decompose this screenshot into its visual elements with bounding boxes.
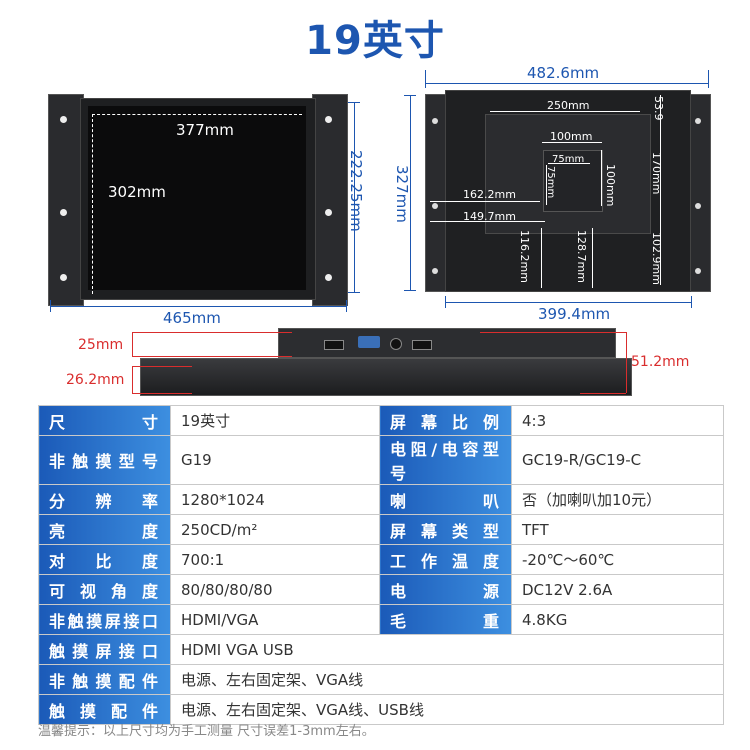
spec-value: 电源、左右固定架、VGA线 <box>170 664 724 695</box>
spec-label: 亮度 <box>38 514 171 545</box>
spec-label: 毛重 <box>379 604 512 635</box>
spec-value: HDMI/VGA <box>170 604 380 635</box>
spec-value: HDMI VGA USB <box>170 634 724 665</box>
back-inner-width-label: 399.4mm <box>538 305 611 323</box>
port-hdmi <box>324 340 344 350</box>
spec-value: 19英寸 <box>170 405 380 436</box>
dim-162-2: 162.2mm <box>463 188 516 201</box>
spec-label: 电阻/电容型号 <box>379 435 512 485</box>
side-view-diagram <box>140 328 632 396</box>
dim-128-7: 128.7mm <box>575 230 588 283</box>
spec-value: DC12V 2.6A <box>511 574 724 605</box>
vesa-plate <box>543 150 603 212</box>
spec-label: 可视角度 <box>38 574 171 605</box>
spec-value: 80/80/80/80 <box>170 574 380 605</box>
back-total-height-label: 327mm <box>393 165 411 223</box>
front-frame-width-label: 465mm <box>163 309 221 327</box>
spec-row: 非触摸配件电源、左右固定架、VGA线 <box>38 664 724 695</box>
spec-value: GC19-R/GC19-C <box>511 435 724 485</box>
spec-value: 4.8KG <box>511 604 724 635</box>
spec-label: 非触摸配件 <box>38 664 171 695</box>
dim-100-v: 100mm <box>604 164 617 207</box>
spec-label: 工作温度 <box>379 544 512 575</box>
spec-value: TFT <box>511 514 724 545</box>
page-title: 19英寸 <box>305 18 445 64</box>
spec-label: 屏幕类型 <box>379 514 512 545</box>
spec-value: 电源、左右固定架、VGA线、USB线 <box>170 694 724 725</box>
back-total-width-label: 482.6mm <box>527 64 600 82</box>
front-side-height-label: 222.25mm <box>347 150 365 232</box>
side-25mm-label: 25mm <box>78 337 124 353</box>
spec-label: 对比度 <box>38 544 171 575</box>
left-mount-bracket <box>48 94 84 306</box>
spec-label: 电源 <box>379 574 512 605</box>
spec-label: 非触摸型号 <box>38 435 171 485</box>
spec-label: 非触摸屏接口 <box>38 604 171 635</box>
spec-row: 触摸配件电源、左右固定架、VGA线、USB线 <box>38 694 724 725</box>
port-usb <box>412 340 432 350</box>
dim-250: 250mm <box>547 99 590 112</box>
spec-label: 分辨率 <box>38 484 171 515</box>
side-51-2mm-label: 51.2mm <box>631 354 690 370</box>
spec-label: 触摸配件 <box>38 694 171 725</box>
front-view-diagram <box>48 94 348 306</box>
dim-149-7: 149.7mm <box>463 210 516 223</box>
spec-value: 700:1 <box>170 544 380 575</box>
dim-53-9: 53.9 <box>652 96 665 121</box>
dim-170: 170mm <box>650 152 663 195</box>
dim-102-9: 102.9mm <box>650 232 663 285</box>
dim-75-h: 75mm <box>552 154 585 165</box>
spec-label: 屏幕比例 <box>379 405 512 436</box>
side-front-bezel <box>140 358 632 396</box>
spec-value: G19 <box>170 435 380 485</box>
dim-116-2: 116.2mm <box>518 230 531 283</box>
dim-100-h: 100mm <box>550 130 593 143</box>
back-view-diagram <box>425 88 711 293</box>
front-width-label: 377mm <box>176 121 234 139</box>
port-power <box>390 338 402 350</box>
front-height-label: 302mm <box>108 183 166 201</box>
side-26-2mm-label: 26.2mm <box>66 372 125 388</box>
dim-75-v: 75mm <box>545 166 556 199</box>
spec-value: 否（加喇叭加10元） <box>511 484 724 515</box>
spec-label: 触摸屏接口 <box>38 634 171 665</box>
port-vga <box>358 336 380 348</box>
spec-label: 喇叭 <box>379 484 512 515</box>
back-right-bracket <box>687 94 711 292</box>
measurement-note: 温馨提示：以上尺寸均为手工测量 尺寸误差1-3mm左右。 <box>38 724 375 739</box>
spec-value: 1280*1024 <box>170 484 380 515</box>
spec-value: 4:3 <box>511 405 724 436</box>
monitor-screen <box>88 106 306 290</box>
spec-value: 250CD/m² <box>170 514 380 545</box>
right-mount-bracket <box>312 94 348 306</box>
spec-label: 尺寸 <box>38 405 171 436</box>
spec-value: -20℃～60℃ <box>511 544 724 575</box>
